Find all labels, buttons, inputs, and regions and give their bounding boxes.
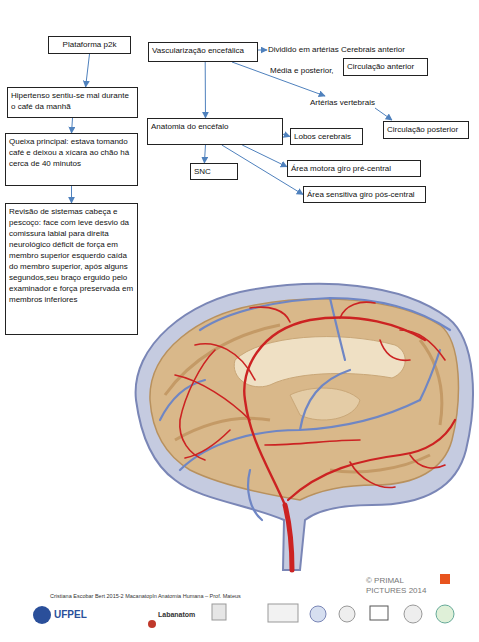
review-box: Revisão de sistemas cabeça e pescoço: fa…	[5, 203, 138, 335]
box-text: Área motora giro pré-central	[291, 163, 417, 174]
annotation: Média e posterior,	[270, 66, 350, 76]
footer-logos	[33, 574, 454, 628]
area-box: Área motora giro pré-central	[287, 160, 421, 177]
gyri-lines	[165, 325, 442, 472]
annotation: Artérias vertebrais	[310, 98, 410, 108]
box-text: Plataforma p2k	[52, 39, 127, 50]
subtopic-box: Lobos cerebrais	[290, 128, 363, 145]
box-text: Circulação anterior	[347, 61, 424, 72]
area-box: Área sensitiva giro pós-central	[303, 186, 426, 203]
topic-box: Anatomia do encéfalo	[147, 118, 283, 145]
start-box: Plataforma p2k	[48, 36, 131, 54]
copyright-mark: © PRIMAL PICTURES 2014	[366, 576, 446, 596]
connector-arrow	[205, 62, 206, 118]
brain-medial-surface	[150, 299, 458, 500]
box-text: Vascularização encefálica	[152, 45, 254, 56]
connector-arrow	[204, 145, 205, 163]
arteries	[175, 302, 455, 570]
connector-arrow	[283, 134, 290, 136]
logo-text: UFPEL	[54, 609, 94, 621]
box-text: Área sensitiva giro pós-central	[307, 189, 422, 200]
box-text: Circulação posterior	[387, 124, 465, 135]
circulation-box: Circulação anterior	[343, 58, 428, 76]
box-text: Anatomia do encéfalo	[151, 121, 279, 132]
author-credit: Cristiana Escobar Bert 2015-2 Macanatopl…	[50, 593, 350, 601]
box-text: Revisão de sistemas cabeça e pescoço: fa…	[9, 206, 134, 305]
meninges-envelope	[136, 284, 473, 570]
annotation: Dividido em artérias Cerebrais anterior	[268, 45, 478, 55]
subtopic-box: SNC	[190, 163, 238, 180]
connector-arrow	[71, 186, 72, 203]
box-text: Lobos cerebrais	[294, 131, 359, 142]
box-text: Queixa principal: estava tomando café e …	[9, 136, 134, 169]
circulation-box: Circulação posterior	[383, 121, 469, 139]
complaint-box: Queixa principal: estava tomando café e …	[5, 133, 138, 186]
thalamus	[290, 388, 360, 420]
event-box: Hipertenso sentiu-se mal durante o café …	[7, 87, 138, 118]
logo-text: Labanatom	[158, 610, 213, 619]
topic-box: Vascularização encefálica	[148, 42, 258, 62]
corpus-callosum	[234, 337, 405, 387]
connector-arrow	[86, 54, 90, 87]
connector-arrow	[72, 118, 73, 133]
box-text: SNC	[194, 166, 234, 177]
box-text: Hipertenso sentiu-se mal durante o café …	[11, 90, 134, 112]
connector-arrow	[242, 145, 287, 167]
